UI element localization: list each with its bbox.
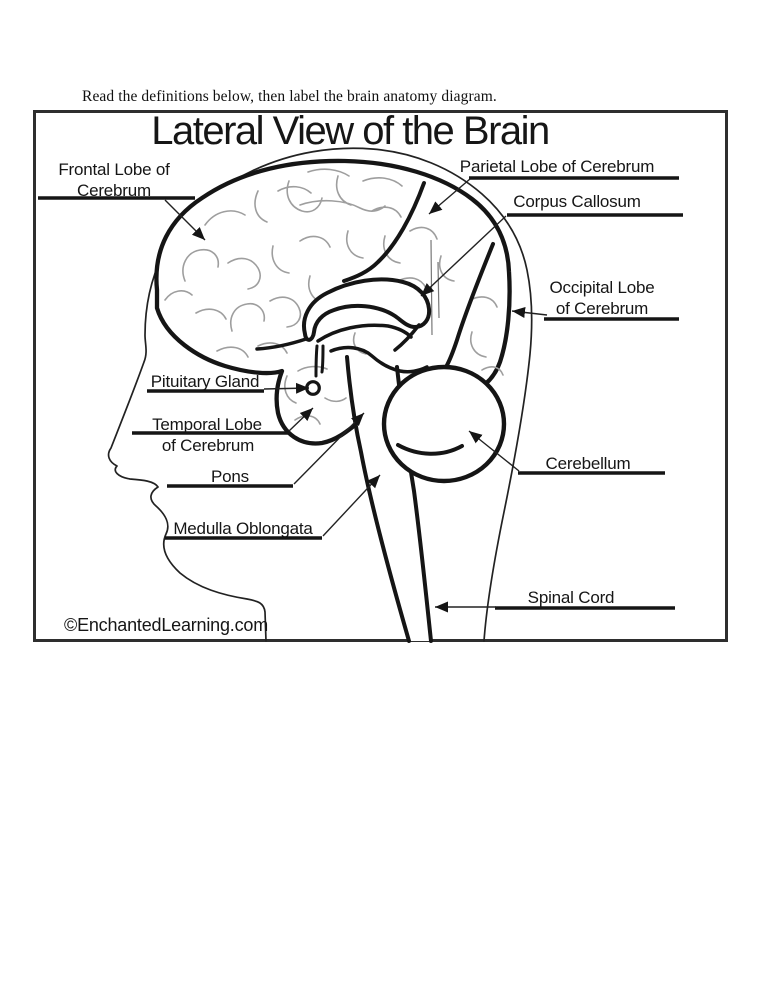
- label-temporal-lobe-line1: Temporal Lobe: [152, 415, 262, 434]
- pointer-arrows: [164, 178, 548, 613]
- label-parietal-lobe: Parietal Lobe of Cerebrum: [459, 157, 655, 176]
- pituitary-gland-shape: [305, 344, 325, 396]
- corpus-callosum-shape: [255, 277, 432, 352]
- pituitary-pointer-arrow: [263, 382, 310, 394]
- medulla-pointer-arrow: [322, 474, 381, 537]
- label-spinal-cord: Spinal Cord: [527, 588, 615, 607]
- label-pons: Pons: [211, 467, 249, 486]
- cerebellum-pointer-arrow: [468, 430, 520, 472]
- label-cerebellum: Cerebellum: [545, 454, 631, 473]
- corpus-pointer-arrow: [420, 215, 507, 297]
- label-pituitary-gland: Pituitary Gland: [150, 372, 260, 391]
- label-medulla-oblongata: Medulla Oblongata: [173, 519, 313, 538]
- occipital-pointer-arrow: [511, 307, 548, 318]
- label-frontal-lobe: Frontal Lobe of Cerebrum: [58, 160, 170, 200]
- copyright-credit: ©EnchantedLearning.com: [64, 615, 268, 635]
- label-occipital-lobe: Occipital Lobe of Cerebrum: [549, 278, 655, 318]
- parietal-pointer-arrow: [428, 178, 471, 215]
- frontal-pointer-arrow: [164, 199, 206, 241]
- temporal-pointer-arrow: [288, 407, 314, 432]
- label-temporal-lobe-line2: of Cerebrum: [161, 436, 255, 455]
- pons-pointer-arrow: [293, 412, 365, 485]
- cerebellum-shape: [381, 364, 507, 484]
- diagram-frame: [33, 110, 728, 642]
- head-profile-outline: [107, 147, 533, 642]
- diagram-title: Lateral View of the Brain: [151, 109, 550, 153]
- lobe-dividing-sulci: [342, 181, 495, 369]
- instruction-text: Read the definitions below, then label t…: [82, 88, 497, 105]
- label-corpus-callosum: Corpus Callosum: [513, 192, 641, 211]
- label-underlines: [38, 176, 683, 610]
